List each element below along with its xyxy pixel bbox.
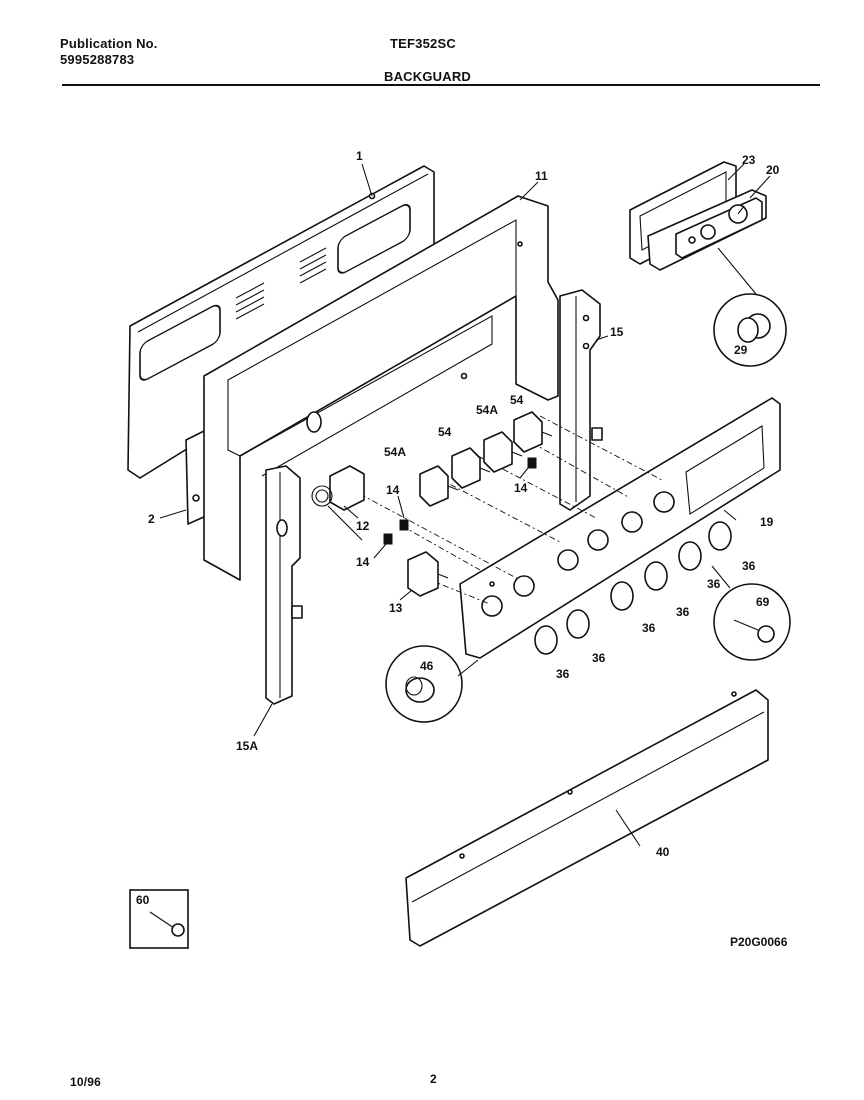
publication-number: 5995288783 (60, 52, 135, 67)
publication-label: Publication No. (60, 36, 158, 51)
callout-2: 2 (148, 512, 155, 526)
control-panel (459, 397, 781, 659)
diagram-code: P20G0066 (730, 935, 788, 949)
callout-29: 29 (734, 343, 748, 357)
switch-54-left (451, 447, 491, 489)
callout-36-c: 36 (676, 605, 690, 619)
callout-12: 12 (356, 519, 370, 533)
model-number: TEF352SC (390, 36, 456, 51)
callout-15: 15 (610, 325, 624, 339)
callout-13: 13 (389, 601, 403, 615)
section-title: BACKGUARD (384, 69, 472, 84)
left-side-bracket (265, 465, 303, 705)
header-rule (62, 84, 820, 86)
assembly-lines (359, 415, 663, 605)
indicator-lights (383, 457, 537, 545)
callout-36-f: 36 (556, 667, 570, 681)
control-knobs (534, 521, 732, 655)
side-bracket (185, 429, 207, 525)
callout-54-right: 54 (510, 393, 524, 407)
callout-69: 69 (756, 595, 770, 609)
clock-assembly (629, 161, 767, 295)
trim-rail (405, 689, 769, 947)
callout-36-a: 36 (742, 559, 756, 573)
clock-knob-detail (713, 293, 787, 367)
right-side-bracket (559, 289, 603, 511)
callout-1: 1 (356, 149, 363, 163)
callout-23: 23 (742, 153, 756, 167)
switch-54a-right (483, 431, 523, 473)
callout-46: 46 (420, 659, 434, 673)
callout-14-right: 14 (514, 481, 528, 495)
callout-54a-left: 54A (384, 445, 406, 459)
selector-switch (407, 551, 449, 597)
callout-54-left: 54 (438, 425, 452, 439)
callout-14-lower: 14 (356, 555, 370, 569)
callout-40: 40 (656, 845, 670, 859)
callout-19: 19 (760, 515, 774, 529)
screw-box-60 (129, 889, 189, 949)
knob-detail-46 (385, 645, 479, 723)
leader-lines (159, 163, 771, 847)
callout-11: 11 (535, 169, 548, 183)
footer-date: 10/96 (70, 1075, 102, 1089)
screw-detail-69 (711, 565, 791, 661)
switch-54a-left (419, 465, 459, 507)
callout-20: 20 (766, 163, 780, 177)
callout-54a-right: 54A (476, 403, 498, 417)
backguard-frame (203, 195, 559, 581)
switch-54-right (513, 411, 553, 453)
footer-page-number: 2 (430, 1072, 437, 1086)
callout-36-d: 36 (642, 621, 656, 635)
callout-36-b: 36 (707, 577, 721, 591)
callout-14-upper: 14 (386, 483, 400, 497)
callout-15a: 15A (236, 739, 258, 753)
thermostat (311, 465, 365, 541)
callout-36-e: 36 (592, 651, 606, 665)
callout-60: 60 (136, 893, 150, 907)
